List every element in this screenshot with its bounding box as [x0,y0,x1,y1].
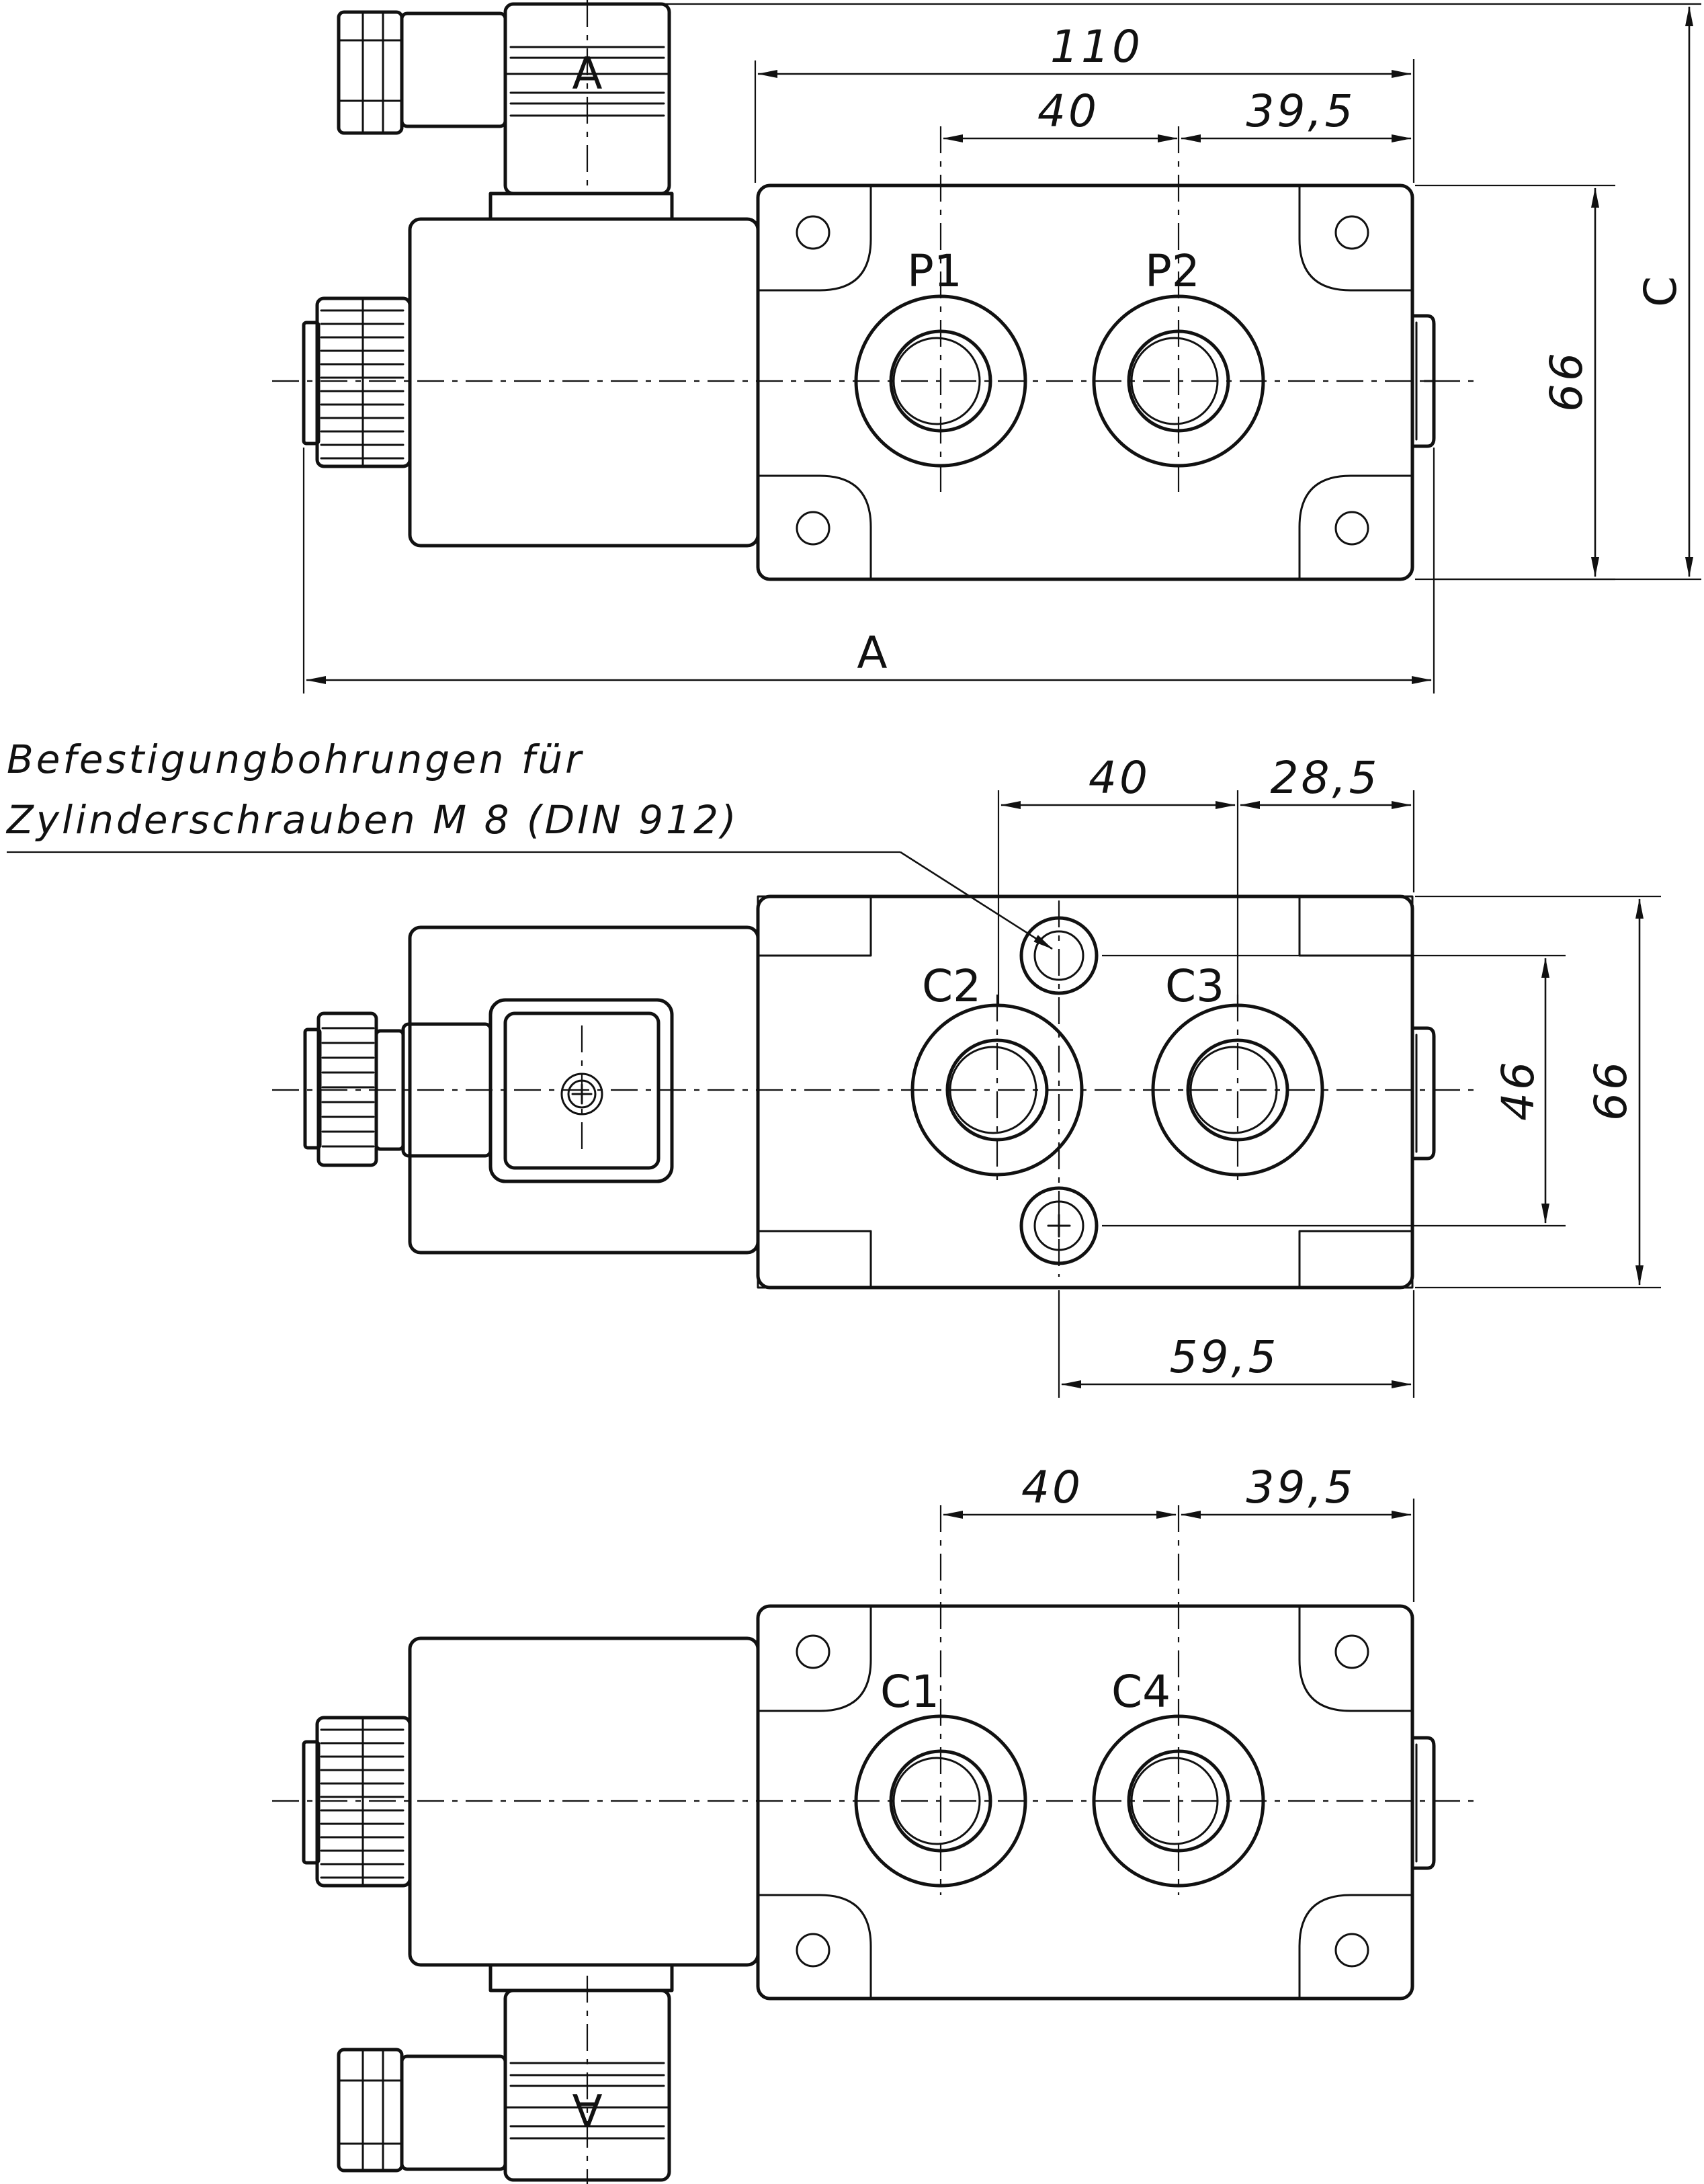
dim-height: 66 [1585,1059,1637,1121]
top-corner-pocket [1298,184,1414,292]
top-corner-pocket [1298,474,1414,581]
bottom-view: C1 C4 A 40 39,5 [272,1462,1476,2184]
port-label-c3: C3 [1165,960,1224,1012]
port-label-c1: C1 [880,1666,939,1718]
dim-edge-offset: 28,5 [1271,752,1380,804]
port-label-p2: P2 [1145,245,1200,297]
dim-overall-height: C [1635,276,1687,307]
top-mounting-hole [1334,511,1369,546]
port-label-c2: C2 [922,960,981,1012]
dim-port-pitch: 40 [1089,752,1150,804]
middle-end-cap [1410,1026,1436,1161]
dim-port-pitch: 40 [1021,1462,1083,1513]
top-view: P1 P2 A [272,0,1701,694]
port-label-p1: P1 [907,245,962,297]
top-mounting-hole [796,511,830,546]
dim-width: 110 [1050,21,1143,73]
dim-hole-offset: 59,5 [1170,1331,1279,1383]
bottom-mounting-hole [1334,1634,1369,1669]
dim-hole-pitch: 46 [1492,1059,1544,1121]
bottom-plug-connector: A [337,1963,674,2182]
top-corner-pocket [757,184,872,292]
top-corner-pocket [757,474,872,581]
middle-corner-pocket [1298,1230,1414,1289]
dim-overall-length: A [857,627,887,679]
top-mounting-hole [796,215,830,250]
top-plug-connector: A [337,2,674,221]
dim-edge-offset: 39,5 [1246,1462,1356,1513]
note-line-1: Befestigungbohrungen für [7,737,584,782]
bottom-left-connector [302,1716,412,1888]
middle-corner-pocket [1298,895,1414,957]
top-mounting-hole [1334,215,1369,250]
top-left-connector [302,296,412,468]
dim-edge-offset: 39,5 [1246,85,1356,137]
note-line-2: Zylinderschrauben M 8 (DIN 912) [5,797,738,843]
middle-corner-pocket [757,1230,872,1289]
dim-port-pitch: 40 [1037,85,1099,137]
dim-height: 66 [1541,350,1592,412]
bottom-mounting-hole [796,1634,830,1669]
bottom-mounting-hole [1334,1933,1369,1968]
port-label-c4: C4 [1111,1666,1170,1718]
middle-view: Befestigungbohrungen für Zylinderschraub… [5,737,1661,1398]
middle-corner-pocket [757,895,872,957]
bottom-mounting-hole [796,1933,830,1968]
bottom-end-cap [1410,1736,1436,1870]
top-solenoid-housing [408,217,760,548]
leader-arrow [900,851,1053,950]
